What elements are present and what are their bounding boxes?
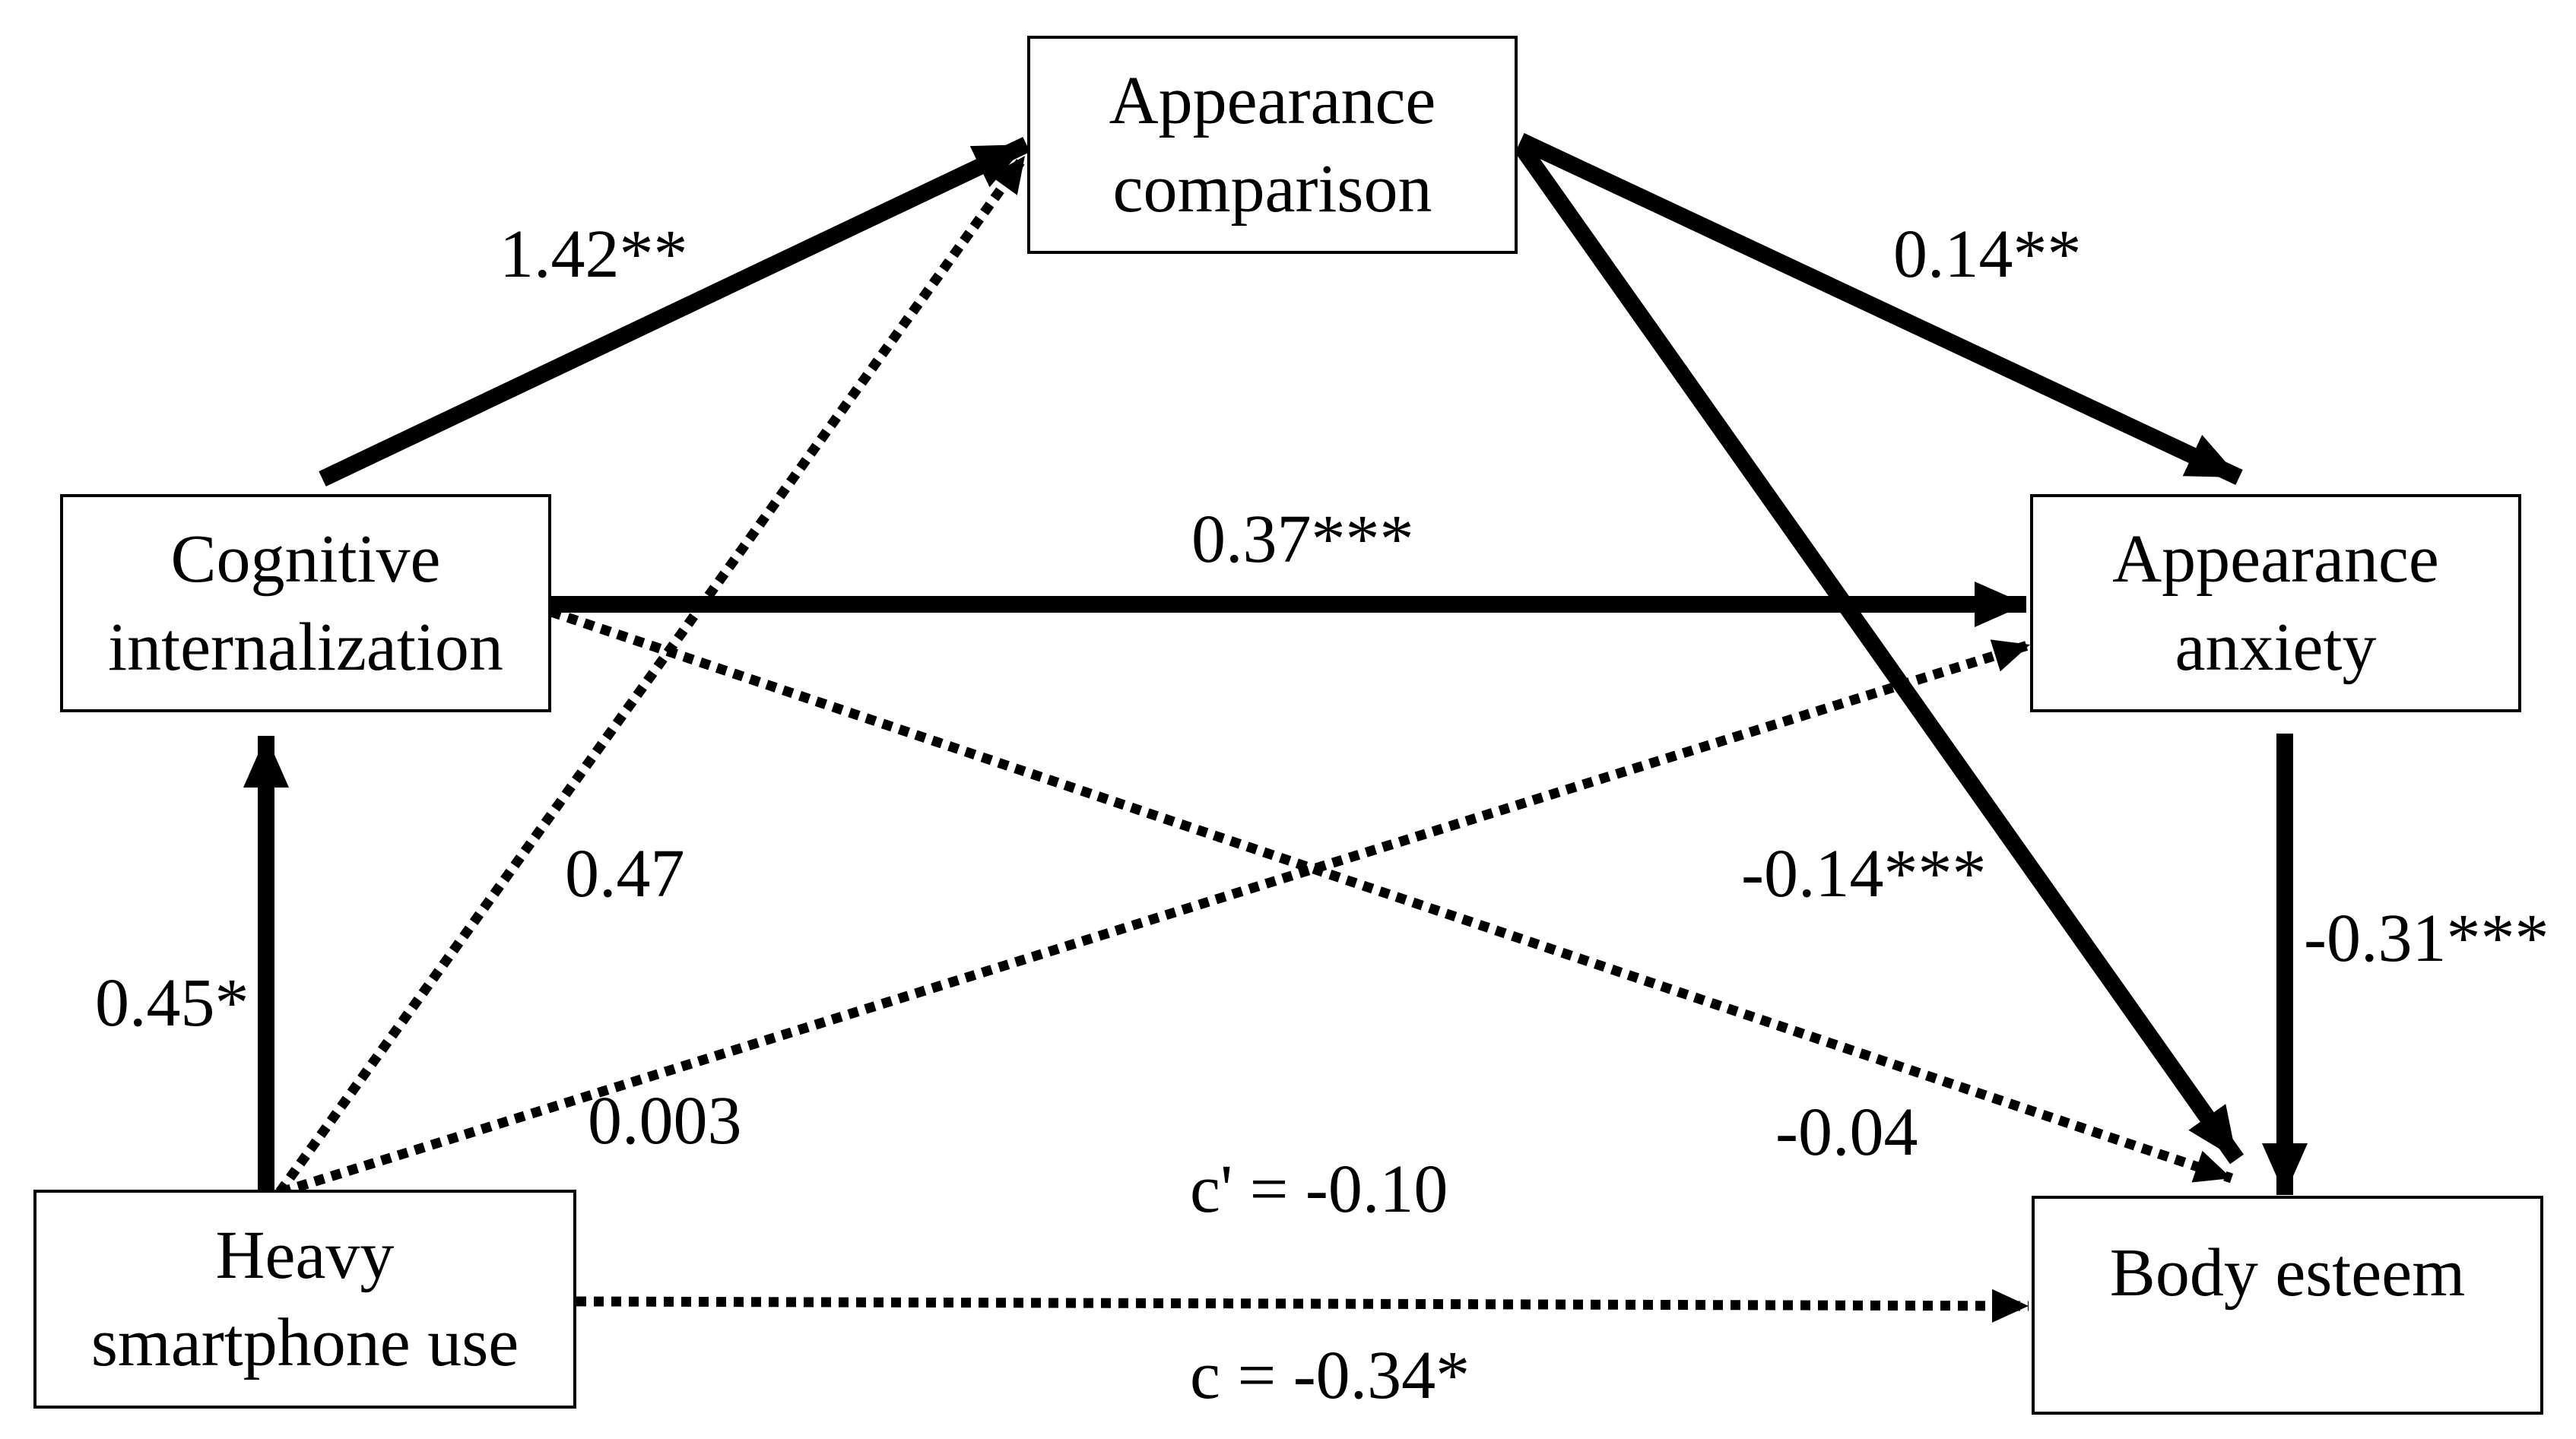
node-appearance-anxiety: Appearance anxiety <box>2030 494 2521 712</box>
coef-comparison-to-anxiety: 0.14** <box>1893 217 2082 292</box>
arrow-smartphone-to-comparison <box>275 153 1029 1195</box>
node-label-line1: Cognitive <box>170 521 441 597</box>
node-label-line1: Appearance <box>2112 521 2439 597</box>
coef-direct-effect: c' = -0.10 <box>1190 1152 1448 1227</box>
arrow-smartphone-to-anxiety <box>280 639 2032 1197</box>
coef-internalization-to-esteem: -0.04 <box>1775 1095 1918 1170</box>
coef-smartphone-to-anxiety: 0.003 <box>588 1083 742 1158</box>
node-label-line2: internalization <box>108 609 503 685</box>
coef-internalization-to-anxiety: 0.37*** <box>1191 502 1414 577</box>
node-body-esteem: Body esteem <box>2032 1196 2543 1415</box>
node-label-line2: comparison <box>1112 151 1432 227</box>
node-label-line1: Body esteem <box>2109 1235 2466 1311</box>
coef-internalization-to-comparison: 1.42** <box>500 217 688 292</box>
node-heavy-smartphone-use: Heavy smartphone use <box>33 1190 576 1409</box>
coef-total-effect: c = -0.34* <box>1190 1338 1470 1413</box>
coef-smartphone-to-comparison: 0.47 <box>565 836 685 911</box>
arrow-internalization-to-esteem <box>549 607 2234 1184</box>
coef-comparison-to-esteem: -0.14*** <box>1741 836 1987 911</box>
node-label-line2: smartphone use <box>90 1305 519 1380</box>
arrow-comparison-to-esteem <box>1514 141 2244 1165</box>
coef-smartphone-to-internalization: 0.45* <box>95 965 249 1041</box>
arrow-internalization-to-comparison <box>319 137 1030 487</box>
arrow-smartphone-to-esteem <box>576 1288 2029 1323</box>
coef-anxiety-to-esteem: -0.31*** <box>2304 901 2549 976</box>
node-appearance-comparison: Appearance comparison <box>1027 36 1518 254</box>
node-cognitive-internalization: Cognitive internalization <box>60 494 551 712</box>
node-label-line2: anxiety <box>2175 609 2377 685</box>
node-label-line1: Heavy <box>215 1217 395 1293</box>
arrow-comparison-to-anxiety <box>1517 133 2243 485</box>
node-label-line1: Appearance <box>1109 63 1436 139</box>
